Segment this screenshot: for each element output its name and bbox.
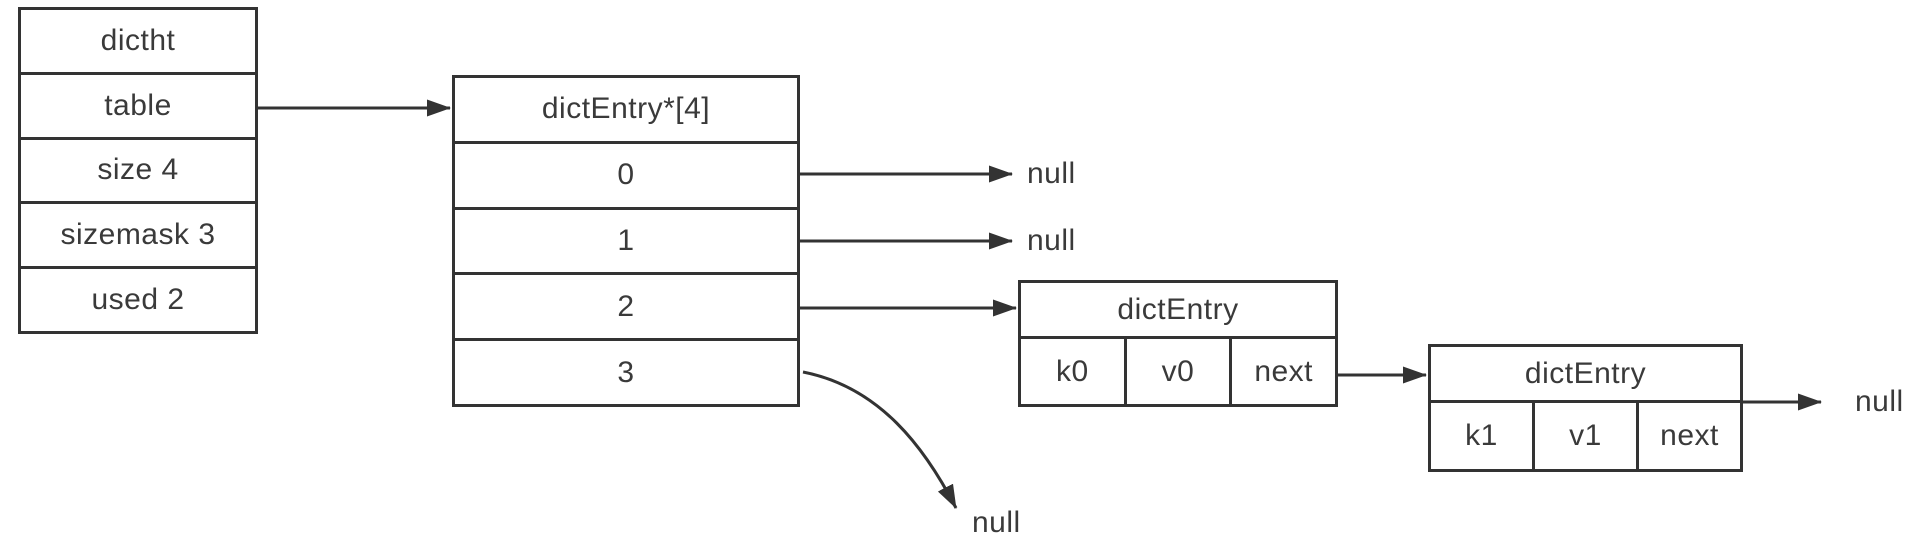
dict-entry-0-body: k0 v0 next (1021, 339, 1335, 404)
null-label-slot3: null (972, 506, 1021, 539)
dict-entry-0-header: dictEntry (1021, 283, 1335, 339)
bucket-slot-2: 2 (455, 275, 797, 342)
dict-entry-1-value: v1 (1535, 403, 1639, 469)
bucket-array-box: dictEntry*[4] 0 1 2 3 (452, 75, 800, 407)
dict-entry-box-1: dictEntry k1 v1 next (1428, 344, 1743, 472)
dict-entry-1-body: k1 v1 next (1431, 403, 1740, 469)
null-label-entry1-next: null (1855, 385, 1904, 418)
dict-entry-1-key: k1 (1431, 403, 1535, 469)
dictht-row-used: used 2 (91, 283, 185, 317)
dictht-row-sizemask: sizemask 3 (21, 204, 255, 270)
bucket-array-header: dictEntry*[4] (455, 78, 797, 144)
bucket-slot-1: 1 (455, 210, 797, 276)
dictht-struct-box: dictht table size 4 sizemask 3 used 2 (18, 7, 258, 334)
null-label-slot0: null (1027, 157, 1076, 190)
dict-entry-1-header: dictEntry (1431, 347, 1740, 403)
arrow-slot3-to-null (802, 370, 958, 509)
dictht-row-table: table (21, 75, 255, 140)
dict-entry-1-next: next (1660, 419, 1719, 452)
dict-entry-0-value: v0 (1127, 339, 1233, 404)
dictht-row-size: size 4 (21, 140, 255, 205)
bucket-slot-0: 0 (455, 144, 797, 210)
dict-entry-box-0: dictEntry k0 v0 next (1018, 280, 1338, 407)
dict-entry-0-next: next (1254, 354, 1314, 388)
dict-entry-0-key: k0 (1021, 339, 1127, 404)
bucket-slot-3: 3 (617, 355, 635, 389)
dictht-row-title: dictht (21, 10, 255, 75)
null-label-slot1: null (1027, 224, 1076, 257)
